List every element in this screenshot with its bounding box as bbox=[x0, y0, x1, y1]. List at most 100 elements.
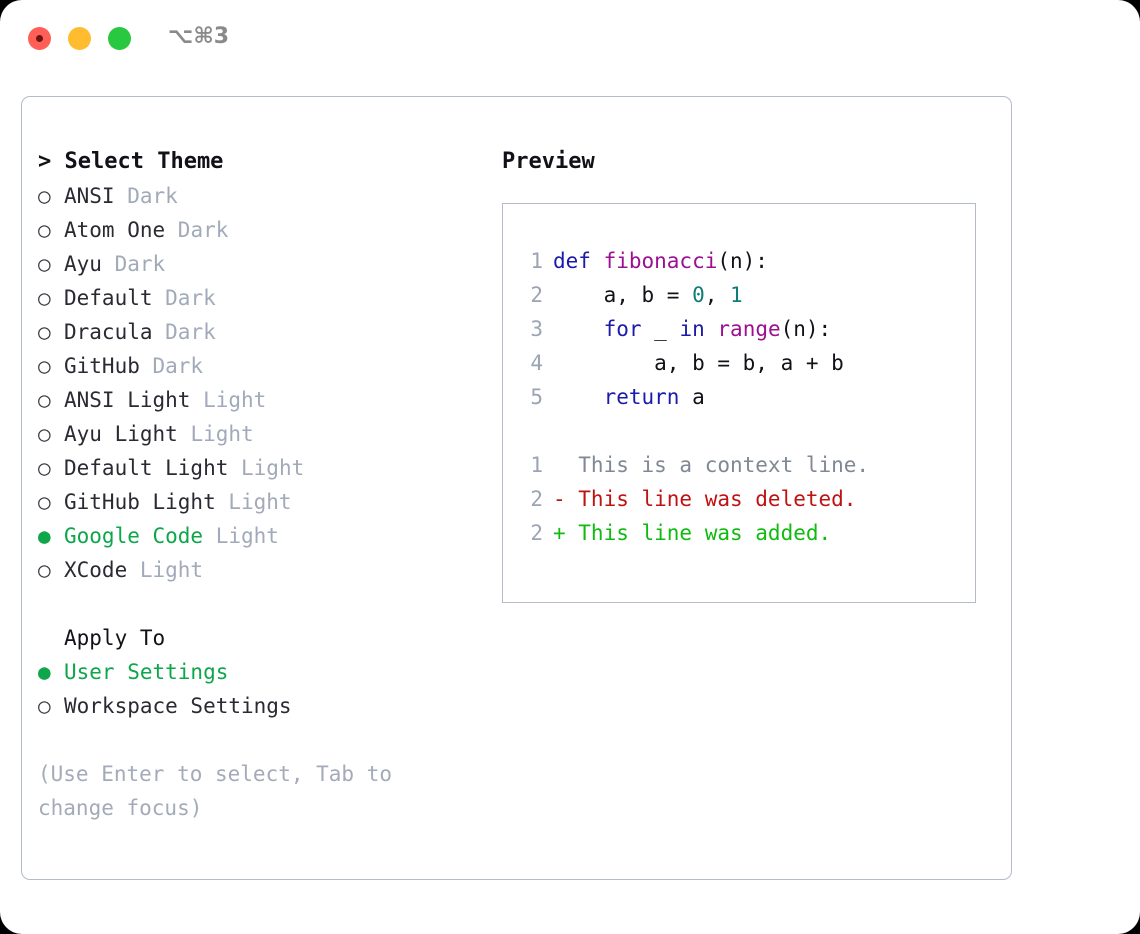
theme-picker-column: > Select Theme ○ANSI Dark○Atom One Dark○… bbox=[38, 145, 488, 825]
theme-option-github[interactable]: ○ GitHub Dark bbox=[38, 349, 488, 383]
theme-option-label: Atom One bbox=[64, 218, 166, 242]
apply-to-option-user-settings[interactable]: ● User Settings bbox=[38, 655, 488, 689]
theme-list: ○ ANSI Dark ○ Atom One Dark ○ Ayu Dark ○ Defaul… bbox=[38, 179, 488, 587]
hint-spacer bbox=[38, 723, 488, 757]
code-token-fn: fibonacci bbox=[603, 249, 718, 273]
line-number: 2 bbox=[530, 487, 543, 511]
theme-option-default-light[interactable]: ○ Default Light Light bbox=[38, 451, 488, 485]
line-number: 5 bbox=[530, 385, 543, 409]
keyboard-hint-text: (Use Enter to select, Tab to change focu… bbox=[38, 762, 405, 820]
code-token-pl bbox=[553, 385, 604, 409]
code-token-kw: in bbox=[679, 317, 705, 341]
theme-option-label: Default bbox=[64, 286, 153, 310]
preview-title: Preview bbox=[502, 149, 595, 174]
apply-to-title: Apply To bbox=[64, 626, 166, 650]
theme-option-category: Light bbox=[190, 388, 267, 412]
code-token-pl bbox=[553, 317, 604, 341]
theme-option-label: ANSI bbox=[64, 184, 115, 208]
theme-option-label: Dracula bbox=[64, 320, 153, 344]
radio-unselected-icon: ○ bbox=[38, 456, 51, 480]
theme-option-ansi[interactable]: ○ ANSI Dark bbox=[38, 179, 488, 213]
radio-unselected-icon: ○ bbox=[38, 218, 51, 242]
theme-option-category: Light bbox=[177, 422, 254, 446]
diff-line-text: This is a context line. bbox=[553, 453, 870, 477]
list-spacer bbox=[38, 587, 488, 621]
theme-option-category: Dark bbox=[139, 354, 204, 378]
theme-option-category: Light bbox=[228, 456, 305, 480]
theme-option-category: Dark bbox=[152, 320, 216, 344]
code-token-kw: for bbox=[603, 317, 642, 341]
radio-unselected-icon: ○ bbox=[38, 184, 51, 208]
code-token-num: 1 bbox=[730, 283, 743, 307]
theme-option-ayu-light[interactable]: ○ Ayu Light Light bbox=[38, 417, 488, 451]
radio-unselected-icon: ○ bbox=[38, 252, 51, 276]
apply-to-list: ● User Settings ○Workspace Settings bbox=[38, 655, 488, 723]
line-number: 1 bbox=[530, 249, 543, 273]
theme-option-category: Dark bbox=[165, 218, 229, 242]
theme-option-google-code[interactable]: ●Google Code Light bbox=[38, 519, 488, 553]
diff-sample: 1 This is a context line. 2 - This line wa… bbox=[517, 448, 975, 550]
line-number: 2 bbox=[530, 521, 543, 545]
theme-option-ansi-light[interactable]: ○ ANSI Light Light bbox=[38, 383, 488, 417]
code-token-pl: a, b = b, a + b bbox=[553, 351, 844, 375]
close-window-button[interactable] bbox=[28, 27, 51, 50]
code-token-pl: a, b = bbox=[553, 283, 693, 307]
theme-option-label: ANSI Light bbox=[64, 388, 191, 412]
diff-line-del: 2 - This line was deleted. bbox=[517, 482, 975, 516]
code-token-pl: _ bbox=[641, 317, 680, 341]
radio-unselected-icon: ○ bbox=[38, 490, 51, 514]
code-token-num: 0 bbox=[692, 283, 705, 307]
radio-unselected-icon: ○ bbox=[38, 320, 51, 344]
diff-line-add: 2 + This line was added. bbox=[517, 516, 975, 550]
diff-spacer bbox=[517, 414, 975, 448]
minimize-window-button[interactable] bbox=[68, 27, 91, 50]
code-token-pl: , bbox=[704, 283, 731, 307]
radio-unselected-icon: ○ bbox=[38, 694, 51, 718]
theme-option-dracula[interactable]: ○ Dracula Dark bbox=[38, 315, 488, 349]
line-number: 1 bbox=[530, 453, 543, 477]
theme-option-default[interactable]: ○ Default Dark bbox=[38, 281, 488, 315]
code-line: 4 a, b = b, a + b bbox=[517, 346, 975, 380]
radio-unselected-icon: ○ bbox=[38, 354, 51, 378]
maximize-window-button[interactable] bbox=[108, 27, 131, 50]
diff-line-text: - This line was deleted. bbox=[553, 487, 857, 511]
radio-selected-icon: ● bbox=[38, 524, 51, 548]
radio-selected-icon: ● bbox=[38, 660, 51, 684]
code-token-pl bbox=[705, 317, 718, 341]
radio-unselected-icon: ○ bbox=[38, 422, 51, 446]
radio-unselected-icon: ○ bbox=[38, 558, 51, 582]
theme-option-github-light[interactable]: ○GitHub Light Light bbox=[38, 485, 488, 519]
theme-option-ayu[interactable]: ○Ayu Dark bbox=[38, 247, 488, 281]
theme-option-label: Ayu Light bbox=[64, 422, 178, 446]
theme-option-category: Light bbox=[127, 558, 204, 582]
theme-picker-title: > Select Theme bbox=[38, 149, 224, 174]
line-number: 2 bbox=[530, 283, 543, 307]
theme-selector-dialog: > Select Theme ○ANSI Dark○Atom One Dark○… bbox=[21, 96, 1012, 880]
theme-option-atom-one[interactable]: ○ Atom One Dark bbox=[38, 213, 488, 247]
apply-to-option-workspace-settings[interactable]: ○Workspace Settings bbox=[38, 689, 488, 723]
theme-option-xcode[interactable]: ○ XCode Light bbox=[38, 553, 488, 587]
title-bar: ⌥⌘3 bbox=[0, 0, 1140, 78]
diff-line-text: + This line was added. bbox=[553, 521, 832, 545]
theme-option-label: Ayu bbox=[64, 252, 102, 276]
code-line: 5 return a bbox=[517, 380, 975, 414]
radio-unselected-icon: ○ bbox=[38, 286, 51, 310]
code-token-pl: a bbox=[679, 385, 705, 409]
line-number: 3 bbox=[530, 317, 543, 341]
theme-option-category: Light bbox=[215, 490, 292, 514]
diff-line-ctx: 1 This is a context line. bbox=[517, 448, 975, 482]
code-line: 3 for _ in range(n): bbox=[517, 312, 975, 346]
radio-unselected-icon: ○ bbox=[38, 388, 51, 412]
theme-option-label: GitHub bbox=[64, 354, 140, 378]
code-token-pl: (n): bbox=[780, 317, 832, 341]
apply-to-option-label: User Settings bbox=[64, 660, 229, 684]
code-line: 2 a, b = 0, 1 bbox=[517, 278, 975, 312]
theme-option-label: Default Light bbox=[64, 456, 229, 480]
theme-option-category: Dark bbox=[152, 286, 216, 310]
theme-option-category: Dark bbox=[114, 184, 178, 208]
theme-option-label: XCode bbox=[64, 558, 128, 582]
